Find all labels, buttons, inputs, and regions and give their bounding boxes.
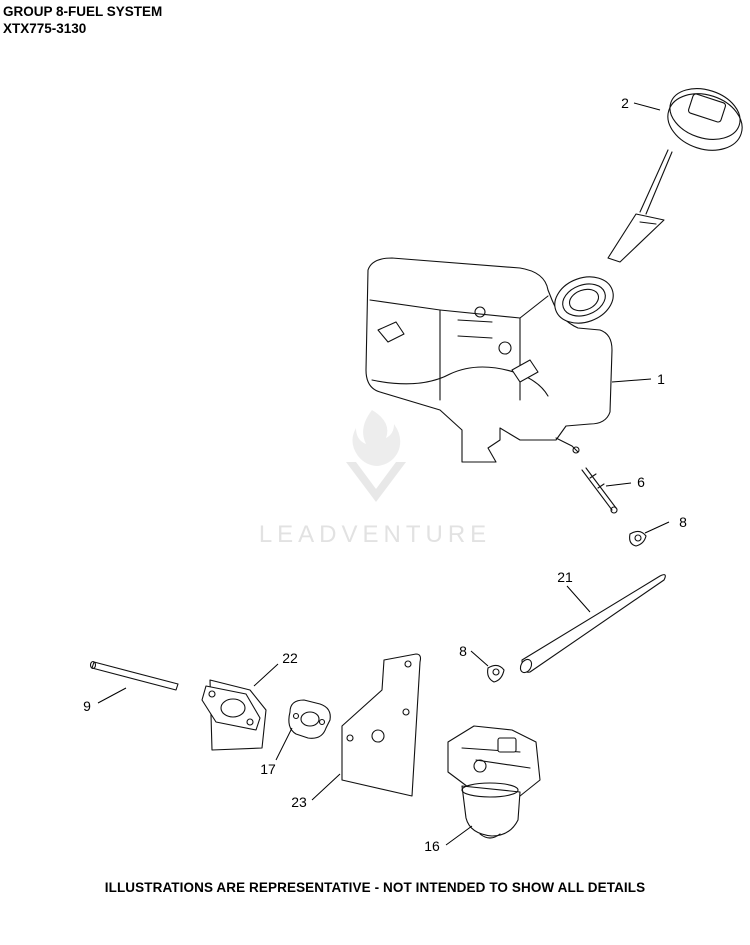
callout-22: 22 [282,650,298,666]
callout-numbers: 2 1 6 8 21 8 22 9 17 23 16 [83,95,687,854]
diagram-title: GROUP 8-FUEL SYSTEM [3,4,163,19]
fuel-tank[interactable] [365,257,620,463]
hose-clamp-upper[interactable] [629,530,647,547]
callout-9: 9 [83,698,91,714]
callout-16: 16 [424,838,440,854]
disclaimer-note: ILLUSTRATIONS ARE REPRESENTATIVE - NOT I… [104,880,646,895]
fuel-line[interactable] [518,574,666,675]
model-number: XTX775-3130 [3,21,87,36]
watermark-text: LEADVENTURE [259,521,491,548]
hose-clamp-lower[interactable] [487,664,505,683]
callout-23: 23 [291,794,307,810]
callout-2: 2 [621,95,629,111]
callout-1: 1 [657,371,665,387]
callout-17: 17 [260,761,276,777]
callout-8-upper: 8 [679,514,687,530]
mounting-stud[interactable] [89,660,179,691]
leader-lines [97,102,670,846]
carburetor-spacer[interactable] [201,679,267,751]
carburetor[interactable] [447,725,541,839]
heat-shield-plate[interactable] [341,653,422,797]
callout-21: 21 [557,569,573,585]
fuel-cap[interactable] [607,80,749,263]
fuel-shutoff-valve[interactable] [581,467,618,514]
watermark-logo [346,410,406,502]
carburetor-gasket[interactable] [288,699,331,739]
callout-8-lower: 8 [459,643,467,659]
callout-6: 6 [637,474,645,490]
